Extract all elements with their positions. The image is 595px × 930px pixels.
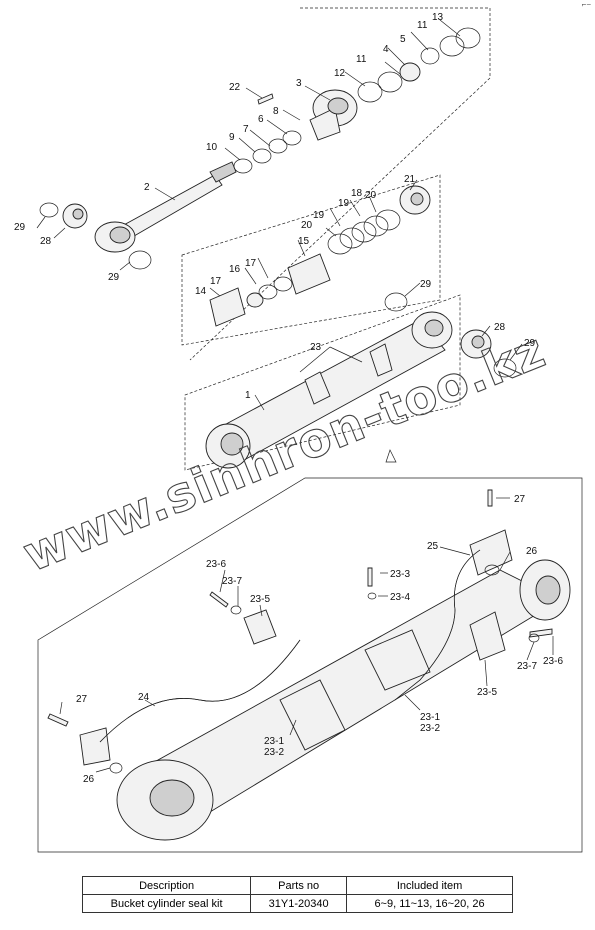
label-27: 27: [514, 494, 526, 505]
group-box-top: [189, 7, 491, 361]
bucket-cylinder-detail: [79, 529, 571, 841]
label-16: 16: [229, 264, 241, 275]
label-28: 28: [40, 236, 52, 247]
label-23-2: 23-2: [264, 747, 284, 758]
piston-assembly: [209, 185, 431, 327]
label-22: 22: [229, 82, 241, 93]
label-23-5: 23-5: [477, 687, 497, 698]
piston-rod: [94, 161, 237, 253]
bushing-left: [39, 202, 152, 270]
group-box-bottom: [37, 477, 583, 853]
label-23-2: 23-2: [420, 723, 440, 734]
label-28: 28: [494, 322, 506, 333]
cell-parts-no: 31Y1-20340: [250, 894, 348, 913]
pipe-24: [99, 639, 301, 743]
label-29: 29: [108, 272, 120, 283]
label-23-7: 23-7: [517, 661, 537, 672]
label-15: 15: [298, 236, 310, 247]
label-23-6: 23-6: [206, 559, 226, 570]
label-25: 25: [427, 541, 439, 552]
exploded-parts-diagram: www.sinhron-too.kz 13 11 5 4 11 12: [14, 7, 583, 853]
cell-description: Bucket cylinder seal kit: [81, 894, 252, 913]
cylinder-head: [309, 89, 358, 141]
label-6: 6: [258, 114, 264, 125]
label-21: 21: [404, 174, 416, 185]
label-26: 26: [83, 774, 95, 785]
group-box-middle: [181, 174, 441, 346]
part-labels: 13 11 5 4 11 12 3 22 8 6 7 9 10 2 29 28 …: [14, 12, 563, 785]
label-3: 3: [296, 78, 302, 89]
col-header-included-item: Included item: [346, 876, 513, 895]
label-26: 26: [526, 546, 538, 557]
label-23-1: 23-1: [420, 712, 440, 723]
label-5: 5: [400, 34, 406, 45]
label-29: 29: [524, 338, 536, 349]
label-27: 27: [76, 694, 88, 705]
label-23-5: 23-5: [250, 594, 270, 605]
label-19: 19: [338, 198, 350, 209]
leader-lines: [36, 19, 554, 773]
label-23-7: 23-7: [222, 576, 242, 587]
label-8: 8: [273, 106, 279, 117]
bolts-bottom: [47, 489, 553, 774]
label-23-1: 23-1: [264, 736, 284, 747]
label-1: 1: [245, 390, 251, 401]
pipe-25: [394, 549, 481, 701]
label-17: 17: [245, 258, 257, 269]
corner-mark: ⌐−: [581, 0, 591, 9]
label-17: 17: [210, 276, 222, 287]
label-29: 29: [420, 279, 432, 290]
cell-included-item: 6~9, 11~13, 16~20, 26: [346, 894, 513, 913]
label-20: 20: [365, 190, 377, 201]
col-header-description: Description: [81, 876, 252, 895]
label-20: 20: [301, 220, 313, 231]
seal-kit-table: Description Parts no Included item Bucke…: [81, 876, 513, 913]
cylinder-tube: [205, 292, 517, 469]
group-box-cylinder: [184, 294, 461, 471]
label-14: 14: [195, 286, 207, 297]
label-23: 23: [310, 342, 322, 353]
col-header-parts-no: Parts no: [250, 876, 348, 895]
label-29: 29: [14, 222, 26, 233]
label-4: 4: [383, 44, 389, 55]
label-2: 2: [144, 182, 150, 193]
label-11: 11: [417, 20, 428, 31]
label-13: 13: [432, 12, 444, 23]
label-9: 9: [229, 132, 235, 143]
label-24: 24: [138, 692, 150, 703]
label-10: 10: [206, 142, 218, 153]
table-header-row: Description Parts no Included item: [81, 876, 513, 895]
label-18: 18: [351, 188, 363, 199]
label-7: 7: [243, 124, 249, 135]
seal-rings-top: [233, 27, 481, 174]
label-23-4: 23-4: [390, 592, 410, 603]
label-12: 12: [334, 68, 346, 79]
label-23-6: 23-6: [543, 656, 563, 667]
label-11: 11: [356, 54, 367, 65]
table-row: Bucket cylinder seal kit 31Y1-20340 6~9,…: [81, 894, 513, 913]
label-23-3: 23-3: [390, 569, 410, 580]
label-19: 19: [313, 210, 325, 221]
